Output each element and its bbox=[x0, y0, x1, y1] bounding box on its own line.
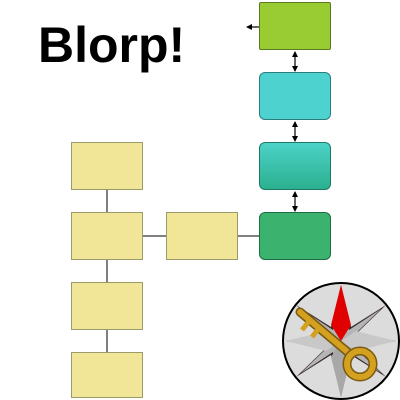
key-icon bbox=[295, 307, 378, 382]
yellow-box-4 bbox=[71, 352, 143, 398]
yellow-box-3 bbox=[71, 282, 143, 330]
yellow-box-2 bbox=[71, 212, 143, 260]
yellow-box-middle bbox=[166, 212, 238, 260]
cyan-box bbox=[259, 72, 331, 120]
page-title: Blorp! bbox=[38, 17, 186, 73]
lime-box bbox=[259, 2, 331, 50]
teal-box bbox=[259, 142, 331, 190]
yellow-box-1 bbox=[71, 142, 143, 190]
green-box bbox=[259, 212, 331, 260]
